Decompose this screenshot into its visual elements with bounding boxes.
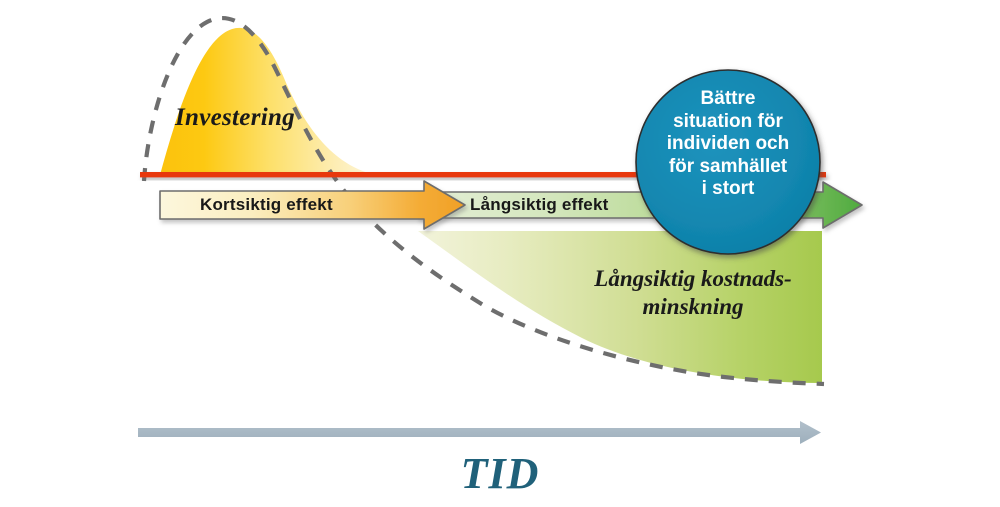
outcome-circle xyxy=(635,69,821,255)
savings-area xyxy=(418,231,822,383)
investment-area xyxy=(160,27,404,177)
time-axis-arrow xyxy=(138,421,821,444)
short-term-effect-arrow xyxy=(159,180,466,230)
baseline-red xyxy=(140,172,826,178)
